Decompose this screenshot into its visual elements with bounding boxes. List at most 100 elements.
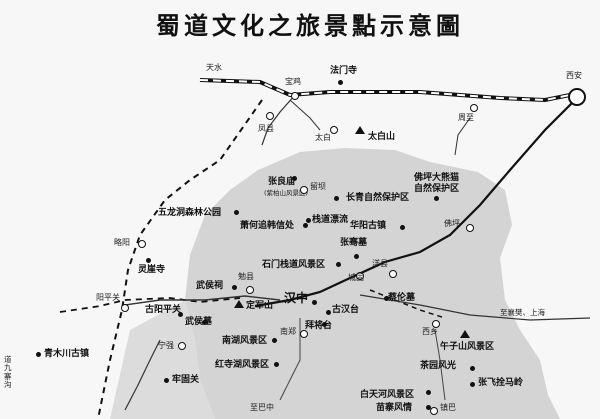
wuzishan-label: 午子山风景区 (440, 342, 495, 352)
highway-baoji-xian (199, 78, 576, 103)
shimen-marker (336, 262, 341, 267)
road-xian-south (454, 117, 471, 156)
zhangliangmiao-marker (292, 176, 297, 181)
zhangliangmiao-sub-label: (紫柏山风景区) (264, 189, 309, 197)
road-east (359, 294, 591, 321)
laoguan-marker (164, 378, 169, 383)
hanzhong-label: 汉中 (284, 291, 309, 305)
foping-panda-label: 佛坪大熊猫 (414, 173, 460, 183)
xiaohe-label: 萧何追韩信处 (240, 221, 295, 231)
foping-panda-label-2: 自然保护区 (414, 184, 460, 194)
road-south3 (434, 329, 446, 401)
lueyang-label: 略阳 (114, 238, 130, 247)
wuhouci-marker (232, 285, 237, 290)
laoguan-label: 牢固关 (172, 375, 200, 385)
gulongguan-label: 古阳平关 (145, 305, 182, 315)
zhouzhi-label: 周至 (458, 113, 474, 122)
ningqiang-label: 宁强 (158, 341, 174, 350)
province-border-3 (369, 289, 446, 319)
mianxian-marker (246, 286, 254, 294)
famensi-marker (338, 80, 343, 85)
mianxian-label: 勉县 (238, 272, 254, 281)
ningqiang-marker (178, 342, 186, 350)
xian-label: 西安 (566, 71, 582, 80)
zhangfei-label: 张飞拴马岭 (478, 378, 524, 388)
hongsihu-marker (274, 362, 279, 367)
taibai-marker (330, 126, 338, 134)
zhangfei-marker (470, 382, 475, 387)
zhenba-marker (430, 407, 438, 415)
shimen-label: 石门栈道风景区 (262, 260, 326, 270)
hanzhong-basin-region (185, 148, 560, 419)
zhandao-label: 栈道漂流 (312, 215, 349, 225)
nanzheng-marker (300, 330, 308, 338)
chenggu-marker (356, 272, 364, 280)
gulongguan-marker (178, 312, 183, 317)
zhangliangmiao-label: 张良庙 (268, 177, 296, 187)
taibaishan-label: 太白山 (368, 132, 396, 142)
road-baoji-hanzhong (261, 94, 296, 146)
taibaishan-mountain-icon (355, 126, 365, 134)
east-route-label: 至襄樊、上海 (500, 308, 545, 317)
huayang-marker (400, 225, 405, 230)
zhangqianmu-label: 张骞墓 (340, 238, 368, 248)
xixiang-label: 西乡 (422, 327, 438, 336)
baoji-label: 宝鸡 (285, 77, 301, 86)
nanzheng-label: 南郑 (280, 327, 296, 336)
to-bazhong-label: 至巴中 (250, 403, 274, 412)
qingmuchuan-marker (36, 352, 41, 357)
zhenba-label: 镇巴 (440, 403, 456, 412)
tianshui-label: 天水 (206, 63, 222, 72)
cailunmu-marker (384, 296, 389, 301)
yangxian-marker (389, 270, 397, 278)
xian-city-marker (568, 88, 586, 106)
fengxian-label: 凤县 (258, 124, 274, 133)
lingyasi-marker (146, 258, 151, 263)
wuzishan-mountain-icon (460, 330, 470, 338)
liuba-marker (300, 186, 308, 194)
nanhu-label: 南湖风景区 (222, 336, 268, 346)
fengxian-marker (266, 112, 274, 120)
wulongdong-label: 五龙洞森林公园 (158, 208, 222, 218)
chashan-label: 茶园风光 (420, 361, 457, 371)
zhouzhi-marker (470, 104, 478, 112)
wuhoumu-label: 武侯墓 (185, 317, 213, 327)
guhanta-marker (326, 310, 331, 315)
province-border-2 (59, 297, 241, 313)
foping-marker (466, 224, 474, 232)
map-title: 蜀道文化之旅景點示意圖 (156, 11, 464, 40)
taibai-label: 太白 (315, 133, 331, 142)
guhanta-label: 古汉台 (332, 305, 360, 315)
yangpingguan-label: 阳平关 (96, 293, 120, 302)
foping-label: 佛坪 (444, 219, 460, 228)
miaozhai-marker (426, 405, 431, 410)
baijiangtai-marker (322, 322, 327, 327)
lueyang-marker (138, 240, 146, 248)
huayang-label: 华阳古镇 (350, 221, 387, 231)
baishuijiang-marker (426, 390, 431, 395)
baishuijiang-label: 白天河风景区 (360, 390, 415, 400)
qingmuchuan-label: 青木川古镇 (44, 349, 90, 359)
famensi-label: 法门寺 (330, 66, 358, 76)
hanzhong-marker (312, 300, 317, 305)
chashan-marker (470, 366, 475, 371)
yangxian-label: 洋县 (372, 259, 388, 268)
changqing-marker (334, 196, 339, 201)
wulongdong-marker (234, 210, 239, 215)
jiuzhaigou-route-label: 道九寨沟 (4, 355, 12, 389)
changqing-label: 长青自然保护区 (346, 193, 410, 203)
railway-xian-hanzhong (254, 99, 576, 308)
liuba-label: 留坝 (310, 182, 326, 191)
xixiang-marker (432, 320, 440, 328)
highway-baoji-xian-inner (199, 79, 576, 102)
yangpingguan-marker (121, 304, 129, 312)
nanhu-marker (272, 338, 277, 343)
wuhoumu-marker (202, 320, 207, 325)
hongsihu-label: 红寺湖风景区 (215, 360, 270, 370)
road-baoji-hanzhong-2 (289, 99, 321, 131)
dingjunshan-label: 定军山 (246, 301, 274, 311)
miaozhai-label: 苗寨风情 (376, 403, 413, 413)
wuhouci-label: 武侯祠 (196, 281, 224, 291)
